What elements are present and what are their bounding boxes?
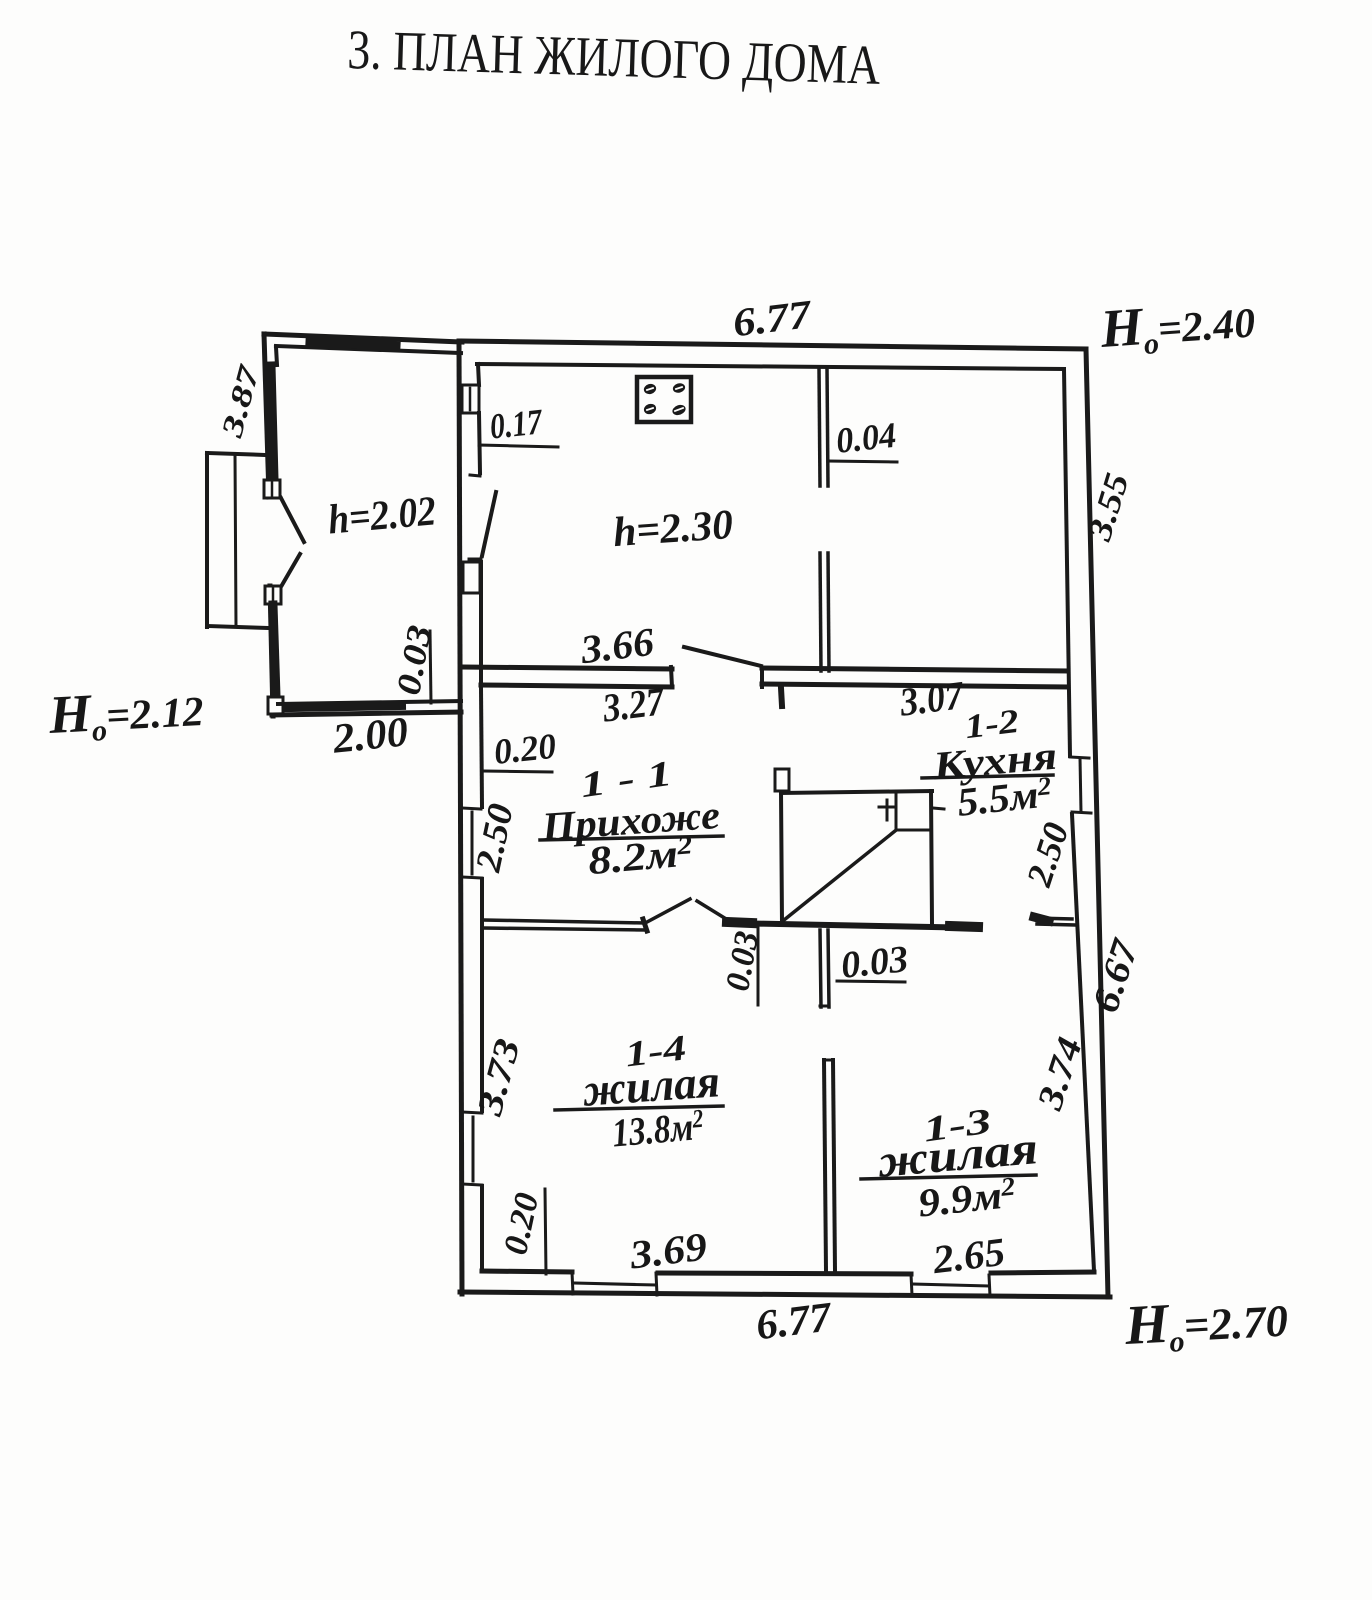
svg-text:Кухня: Кухня bbox=[930, 733, 1059, 789]
svg-text:6.77: 6.77 bbox=[730, 291, 815, 345]
svg-text:h=2.30: h=2.30 bbox=[612, 502, 735, 556]
svg-text:3.66: 3.66 bbox=[577, 619, 656, 673]
svg-text:6.77: 6.77 bbox=[754, 1294, 836, 1349]
svg-text:0.04: 0.04 bbox=[834, 415, 898, 461]
svg-text:2.65: 2.65 bbox=[929, 1229, 1007, 1283]
svg-text:3.87: 3.87 bbox=[215, 361, 266, 442]
svg-text:0.03: 0.03 bbox=[839, 938, 910, 987]
svg-text:2.00: 2.00 bbox=[330, 709, 410, 763]
svg-text:0.17: 0.17 bbox=[488, 401, 546, 446]
svg-text:8.2м2: 8.2м2 bbox=[586, 829, 695, 883]
svg-text:3.74: 3.74 bbox=[1029, 1032, 1090, 1115]
svg-text:6.67: 6.67 bbox=[1084, 933, 1147, 1017]
svg-text:3.73: 3.73 bbox=[469, 1035, 528, 1121]
svg-text:1-2: 1-2 bbox=[963, 703, 1021, 746]
svg-text:3.07: 3.07 bbox=[896, 672, 967, 725]
svg-text:Ho=2.70: Ho=2.70 bbox=[1122, 1287, 1289, 1361]
svg-text:2.50: 2.50 bbox=[467, 800, 520, 876]
svg-text:0.20: 0.20 bbox=[492, 726, 558, 772]
svg-text:13.8м2: 13.8м2 bbox=[610, 1103, 706, 1156]
svg-text:3. ПЛАН ЖИЛОГО ДОМА: 3. ПЛАН ЖИЛОГО ДОМА bbox=[347, 19, 882, 97]
svg-text:3.69: 3.69 bbox=[626, 1223, 709, 1277]
svg-text:h=2.02: h=2.02 bbox=[326, 488, 438, 543]
svg-text:Ho=2.40: Ho=2.40 bbox=[1098, 288, 1258, 364]
svg-text:9.9м2: 9.9м2 bbox=[916, 1171, 1018, 1226]
svg-text:3.27: 3.27 bbox=[599, 678, 668, 730]
svg-text:5.5м2: 5.5м2 bbox=[955, 770, 1054, 825]
svg-text:жилая: жилая bbox=[580, 1055, 721, 1116]
svg-text:2.50: 2.50 bbox=[1018, 818, 1076, 892]
svg-text:0.20: 0.20 bbox=[497, 1190, 546, 1258]
svg-text:Ho=2.12: Ho=2.12 bbox=[46, 677, 205, 750]
svg-text:1-3: 1-3 bbox=[921, 1100, 994, 1149]
svg-text:1-4: 1-4 bbox=[623, 1027, 688, 1074]
